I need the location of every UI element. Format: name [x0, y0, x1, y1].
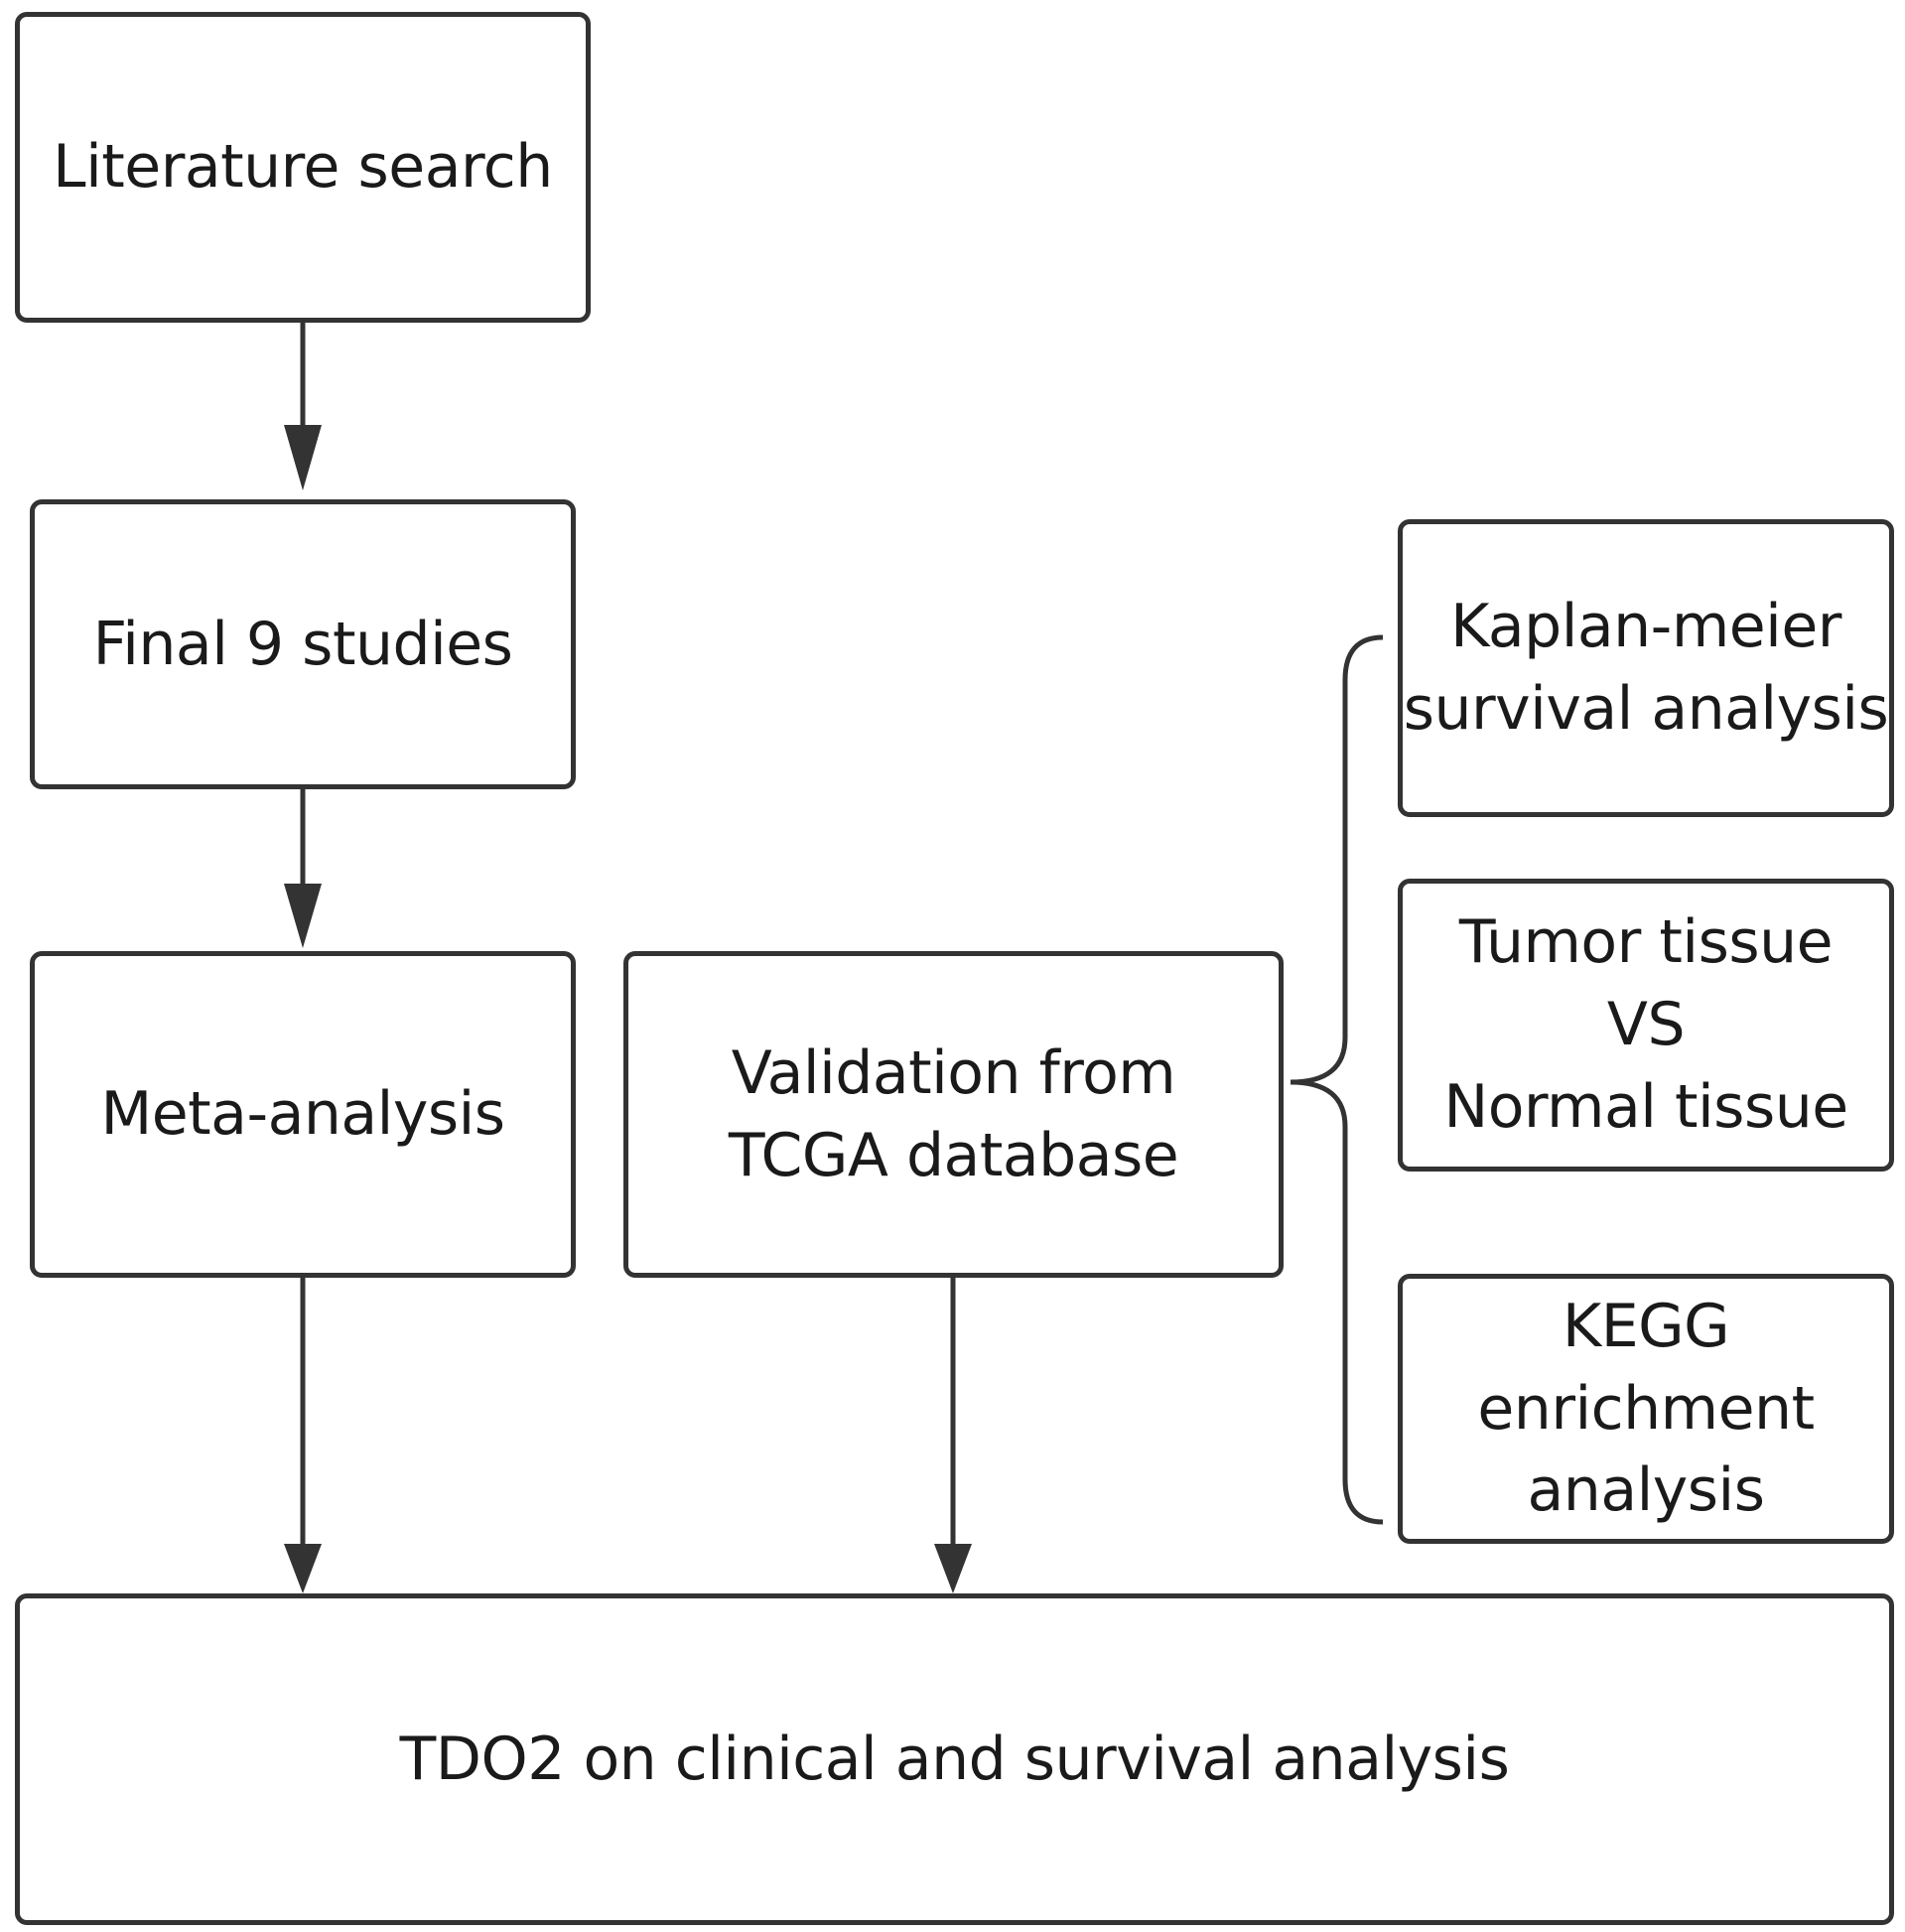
arrowhead-validation-tdo2	[934, 1544, 972, 1593]
kaplan-meier-box: Kaplan-meier survival analysis	[1398, 519, 1894, 817]
meta-analysis-box: Meta-analysis	[30, 951, 576, 1278]
validation-box: Validation from TCGA database	[623, 951, 1284, 1278]
arrowhead-final	[284, 425, 322, 490]
validation-label: Validation from TCGA database	[728, 1037, 1179, 1190]
brace-connector	[1290, 634, 1384, 1525]
tdo2-box: TDO2 on clinical and survival analysis	[15, 1593, 1894, 1925]
final-studies-label: Final 9 studies	[92, 609, 513, 679]
arrowhead-meta-tdo2	[284, 1544, 322, 1593]
literature-search-box: Literature search	[15, 12, 591, 323]
kegg-label: KEGG enrichment analysis	[1477, 1291, 1815, 1526]
literature-search-label: Literature search	[53, 132, 553, 203]
kaplan-meier-label: Kaplan-meier survival analysis	[1403, 592, 1889, 744]
tumor-vs-normal-label: Tumor tissue VS Normal tissue	[1443, 907, 1848, 1142]
kegg-box: KEGG enrichment analysis	[1398, 1274, 1894, 1544]
final-studies-box: Final 9 studies	[30, 499, 576, 789]
tumor-vs-normal-box: Tumor tissue VS Normal tissue	[1398, 879, 1894, 1172]
meta-analysis-label: Meta-analysis	[100, 1079, 505, 1150]
tdo2-label: TDO2 on clinical and survival analysis	[399, 1724, 1510, 1794]
arrowhead-meta	[284, 884, 322, 948]
